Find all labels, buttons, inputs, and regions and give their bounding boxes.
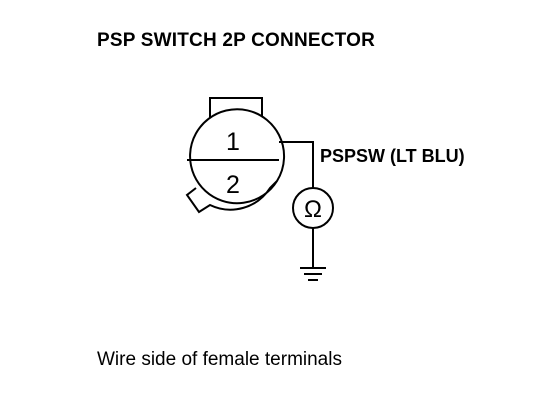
wire	[279, 141, 314, 188]
terminal-1-label: 1	[226, 128, 240, 156]
terminal-2-label: 2	[226, 171, 240, 199]
diagram-caption: Wire side of female terminals	[97, 349, 342, 370]
ground-icon	[300, 267, 326, 281]
wire-label: PSPSW (LT BLU)	[320, 146, 465, 166]
ohm-symbol: Ω	[304, 196, 322, 223]
diagram-title: PSP SWITCH 2P CONNECTOR	[97, 30, 376, 51]
connector-body	[185, 97, 286, 214]
